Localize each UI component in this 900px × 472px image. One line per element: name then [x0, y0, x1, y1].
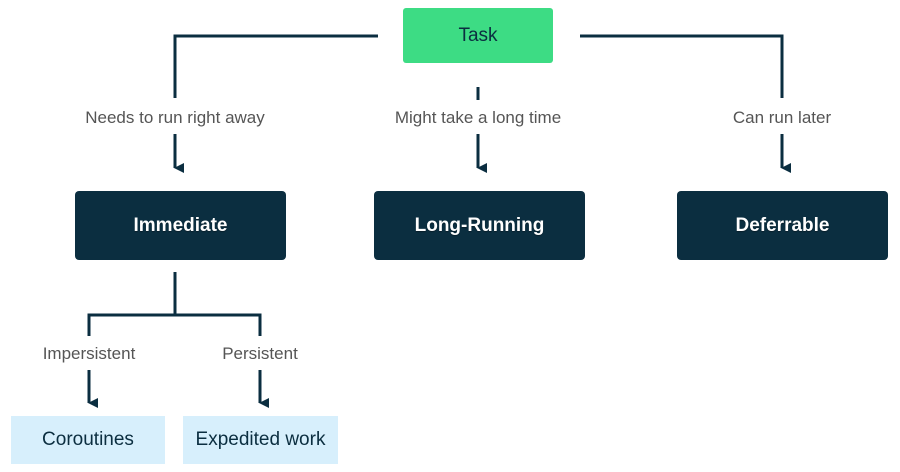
edge-immediate-to-children	[87, 272, 262, 336]
node-immediate: Immediate	[75, 191, 286, 260]
label-persistent: Persistent	[222, 344, 298, 363]
label-impersistent: Impersistent	[42, 344, 136, 363]
edge-task-to-immediate	[173, 34, 378, 98]
label-can-run-later: Can run later	[732, 108, 832, 127]
label-might-take-a-long-time: Might take a long time	[394, 108, 562, 127]
label-needs-to-run-right-away: Needs to run right away	[85, 108, 265, 127]
node-task: Task	[403, 8, 553, 63]
node-deferrable: Deferrable	[677, 191, 888, 260]
node-expedited-work: Expedited work	[183, 416, 338, 464]
edge-task-to-deferrable	[580, 34, 784, 98]
node-long-running: Long-Running	[374, 191, 585, 260]
node-coroutines: Coroutines	[11, 416, 165, 464]
